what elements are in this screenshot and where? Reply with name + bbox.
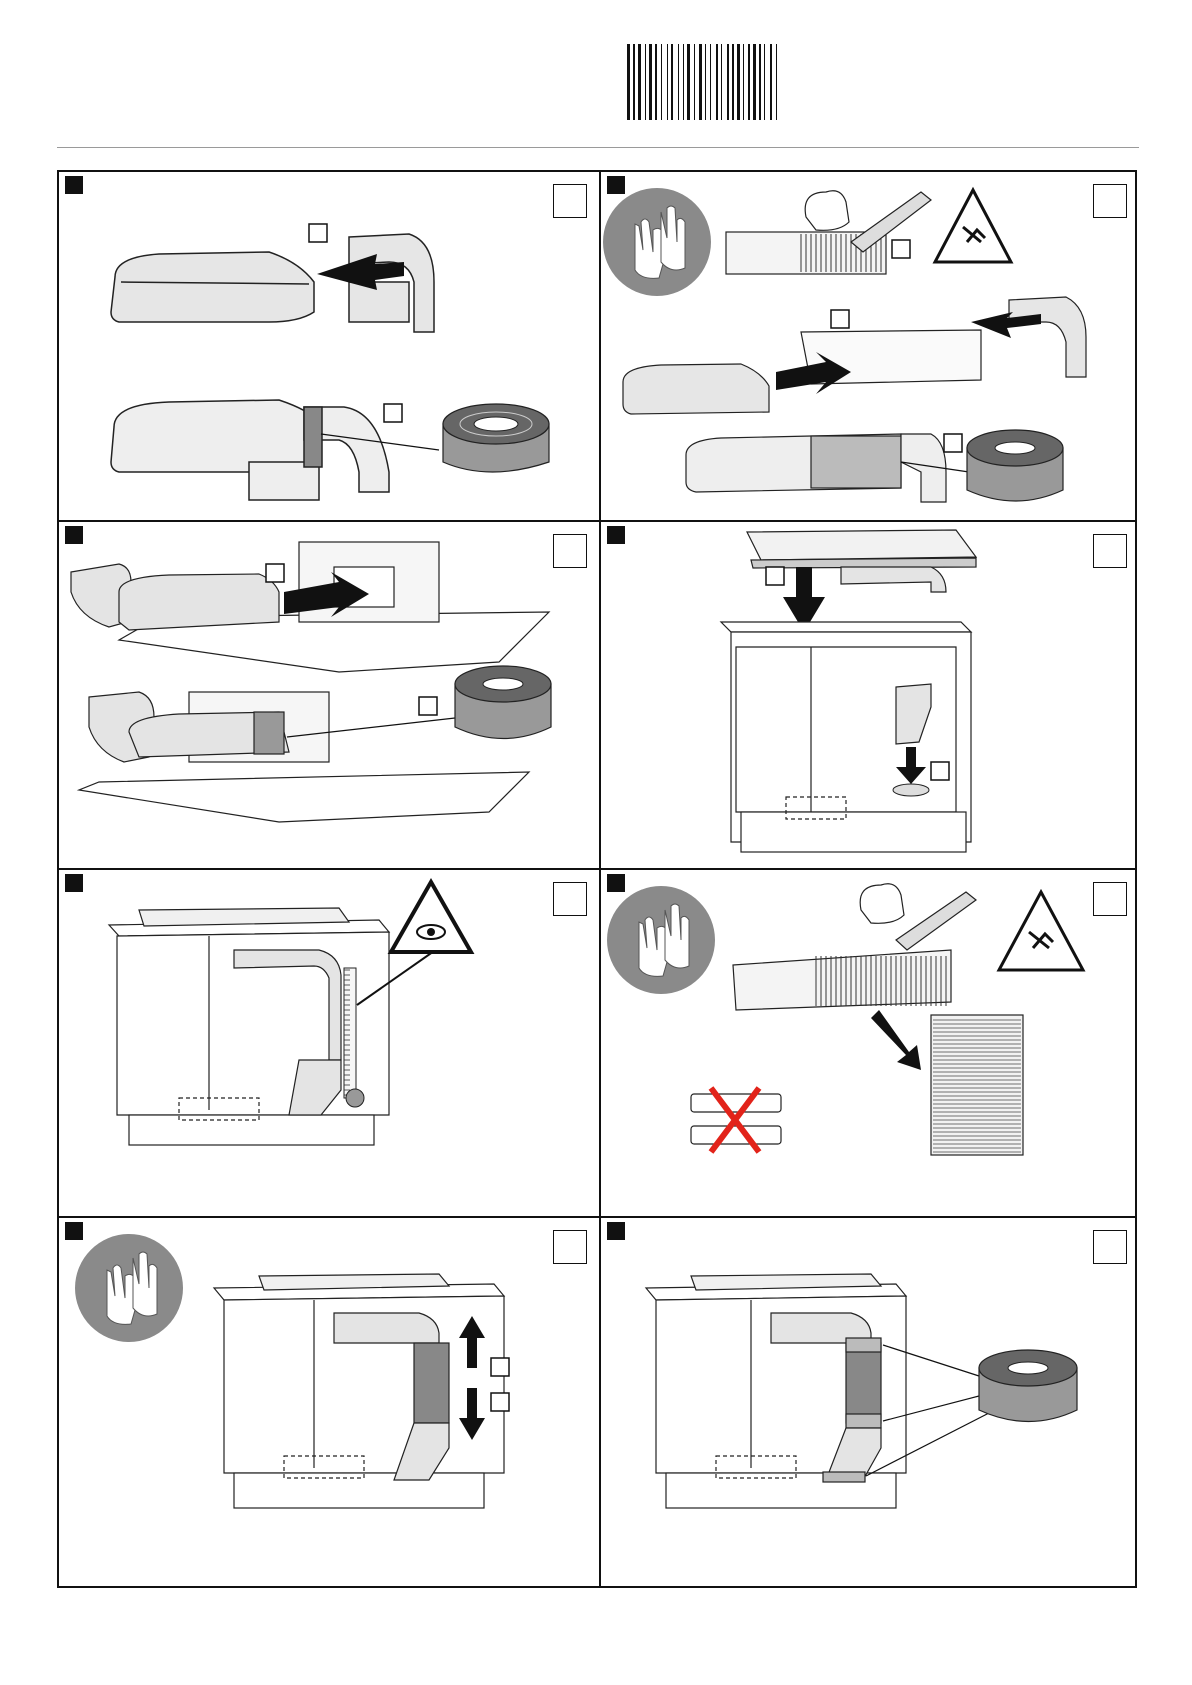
instruction-grid — [57, 170, 1137, 1588]
duct-elbow-icon — [623, 297, 1086, 414]
attention-eye-warning-icon — [391, 882, 471, 952]
step-panel-2 — [601, 172, 1139, 520]
duct-cutting-illustration — [601, 172, 1139, 520]
duct-measuring-illustration — [59, 870, 599, 1216]
sealing-tape-roll-icon — [455, 666, 551, 739]
callout-box — [892, 240, 910, 258]
callout-box — [419, 697, 437, 715]
duct-fitting-illustration — [59, 1218, 599, 1586]
cutter-knife-icon — [860, 884, 976, 950]
cut-hazard-warning-icon — [999, 892, 1083, 970]
cut-hazard-warning-icon — [935, 190, 1011, 262]
callout-box — [266, 564, 284, 582]
hob-insert-illustration — [601, 522, 1139, 868]
duct-elbow-icon — [71, 564, 279, 630]
callout-box — [931, 762, 949, 780]
step-panel-1 — [59, 172, 599, 520]
step-panel-6 — [601, 870, 1139, 1216]
sealing-tape-roll-icon — [967, 430, 1063, 501]
compressed-duct-icon — [931, 1015, 1023, 1155]
callout-box — [831, 310, 849, 328]
cabinet-icon — [214, 1274, 504, 1508]
step-panel-7 — [59, 1218, 599, 1586]
callout-box — [491, 1358, 509, 1376]
cabinet-icon — [721, 622, 971, 852]
callout-box — [384, 404, 402, 422]
duct-cutting-illustration — [601, 870, 1139, 1216]
header-divider — [57, 147, 1139, 148]
step-panel-3 — [59, 522, 599, 868]
barcode-icon — [627, 44, 857, 120]
step-panel-8 — [601, 1218, 1139, 1586]
callout-box — [491, 1393, 509, 1411]
step-panel-5 — [59, 870, 599, 1216]
duct-sealing-illustration — [601, 1218, 1139, 1586]
callout-box — [766, 567, 784, 585]
protective-gloves-icon — [75, 1234, 183, 1342]
protective-gloves-icon — [603, 188, 711, 296]
duct-connection-illustration — [59, 172, 599, 520]
duct-elbow-icon — [111, 234, 434, 332]
protective-gloves-icon — [607, 886, 715, 994]
step-panel-4 — [601, 522, 1139, 868]
callout-box — [944, 434, 962, 452]
flexible-duct-icon — [733, 950, 951, 1010]
sealing-tape-roll-icon — [443, 404, 549, 472]
duct-elbow-icon — [111, 400, 389, 500]
arrow-icon — [871, 1010, 921, 1070]
sealing-tape-roll-icon — [979, 1350, 1077, 1422]
flexible-duct-icon — [686, 434, 946, 502]
callout-box — [309, 224, 327, 242]
hob-duct-connection-illustration — [59, 522, 599, 868]
